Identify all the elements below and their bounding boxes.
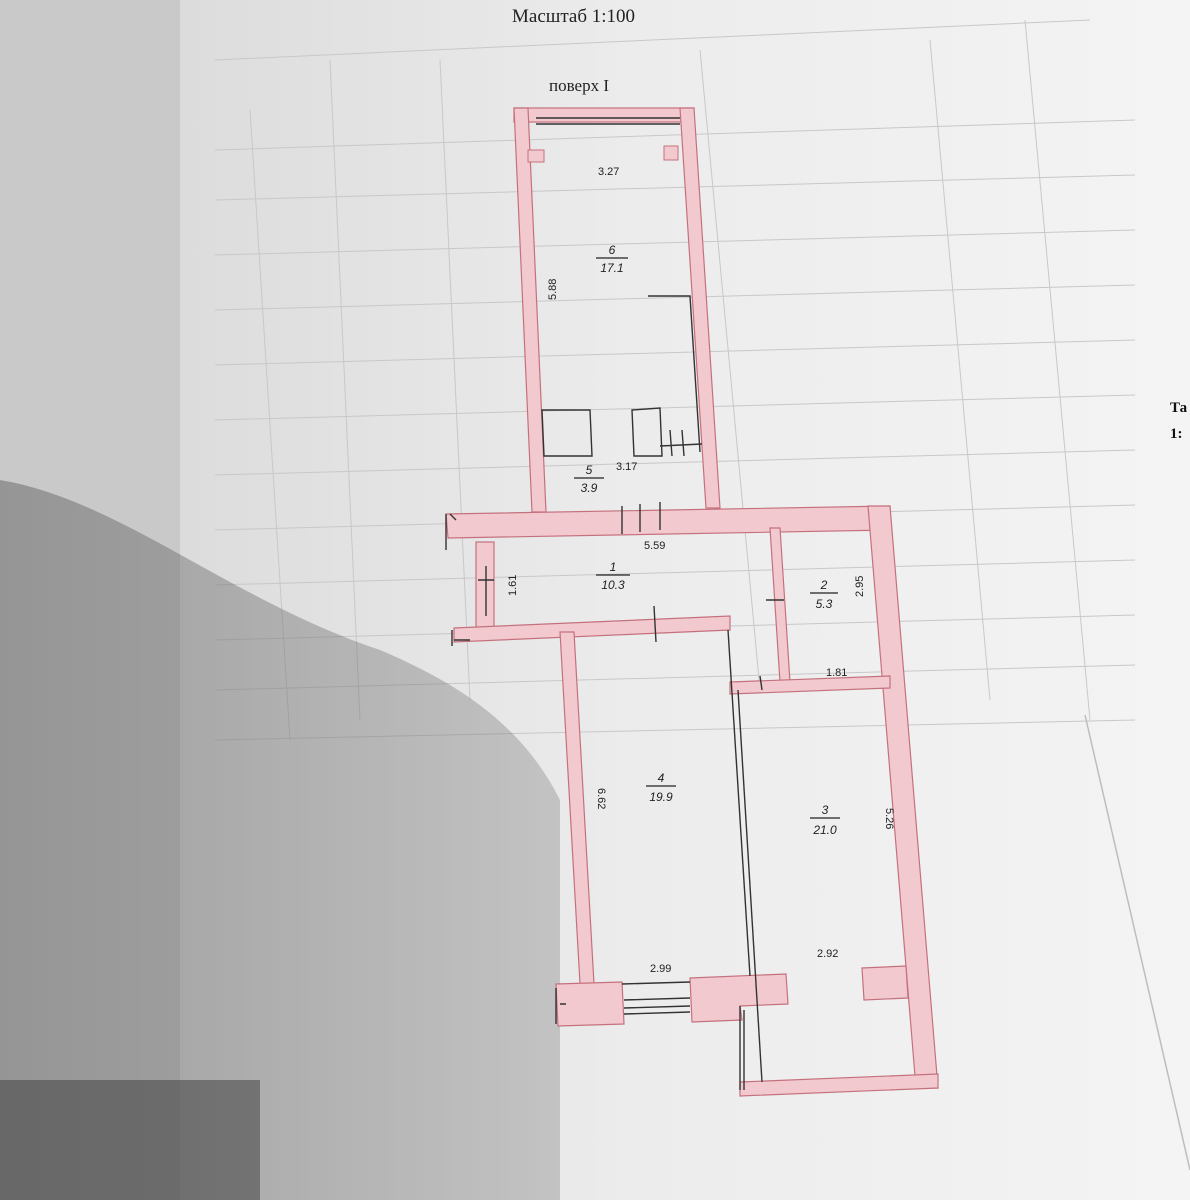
room-6-area: 17.1 [600,261,623,275]
dim-bedroom-length: 6.62 [595,788,607,809]
bottom-window-lines [623,997,691,1015]
room-3-area: 21.0 [812,823,837,837]
plan-lines [445,117,784,1090]
room-2-number: 2 [820,578,828,592]
room-fraction-lines [574,257,840,819]
room-labels: 6 17.1 5 3.9 1 10.3 2 5.3 4 19.9 3 21.0 [581,243,837,837]
room-5-number: 5 [586,463,593,477]
dim-kitchen-length: 5.88 [547,279,559,300]
room-3-number: 3 [822,803,829,817]
entry-mark-2 [451,630,470,646]
room-1-number: 1 [610,560,617,574]
scale-title: Масштаб 1:100 [512,6,636,27]
dim-bath-width: 1.81 [826,667,847,679]
kitchen-sink-marks [659,429,703,457]
edge-fragment-top: Та [1170,400,1188,416]
dim-living-length: 5.26 [883,808,895,829]
walls [445,107,939,1097]
wall-bath-bottom [729,675,891,695]
dim-bath-length: 2.95 [854,576,866,597]
door-marks-hall [478,566,494,616]
kitchen-fixture-left [541,409,593,457]
dim-wc-width: 3.17 [616,461,637,473]
wall-bottom-left [555,981,625,1027]
kitchen-fixture-right [631,407,663,457]
wall-balcony-bottom [739,1073,939,1097]
kitchen-counter [648,295,701,453]
room-4-area: 19.9 [649,790,673,804]
wall-kitchen-right [679,107,721,509]
room-5-area: 3.9 [581,481,598,495]
dim-hall-depth: 1.61 [507,575,519,596]
bedroom-right-wall [727,629,751,977]
room-2-area: 5.3 [816,597,833,611]
dim-hall-width: 5.59 [644,540,665,552]
paper-fold-line [1084,714,1190,1171]
vent-left [527,149,545,163]
floor-title: поверх I [549,76,609,95]
entry-mark-1 [445,513,457,550]
wall-balcony-stub [861,965,909,1001]
dim-bedroom-width: 2.99 [650,963,671,975]
room-6-number: 6 [609,243,616,257]
photo-shadow [0,480,560,1200]
entry-mark-3 [555,988,566,1024]
dimension-labels: 3.27 5.88 3.17 5.59 1.61 2.95 1.81 6.62 … [507,166,895,975]
door-marks-bath [759,599,784,691]
room-1-area: 10.3 [601,578,625,592]
edge-fragment-bottom: 1: [1170,426,1183,442]
dim-kitchen-width: 3.27 [598,166,619,178]
wall-hall-bottom [453,615,731,643]
wall-kitchen-top [513,107,695,123]
room-4-number: 4 [658,771,665,785]
dim-living-width: 2.92 [817,948,838,960]
living-left-wall [737,689,763,1083]
bottom-window-top [621,981,691,985]
vent-right [663,145,679,161]
wall-hall-left [475,541,495,629]
door-marks-middle [621,502,661,534]
door-mark-bedroom [653,605,657,643]
